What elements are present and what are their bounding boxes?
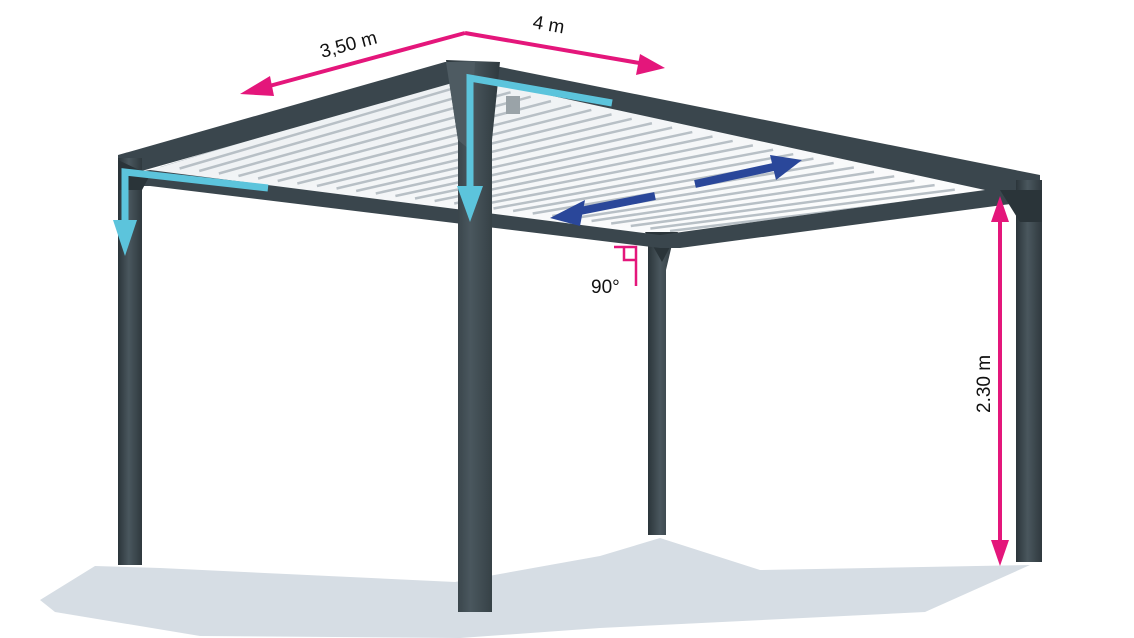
louvre-slat (630, 183, 935, 228)
arrow-down-icon (113, 168, 269, 256)
angle-label: 90° (591, 277, 620, 298)
louvre-slat (395, 130, 693, 198)
dimension-lines (240, 31, 1009, 566)
louvre-slat (650, 188, 955, 230)
louvre-slat (198, 86, 491, 173)
double-arrow-icon (550, 192, 656, 226)
height-label: 2.30 m (974, 355, 995, 413)
depth-dimension (240, 31, 466, 96)
post-front-right (1000, 180, 1042, 562)
louvre-roof (150, 75, 985, 235)
double-arrow-icon (694, 155, 802, 188)
louvre-slat (493, 152, 794, 210)
drain-arrows (113, 73, 613, 256)
ground-shadow (40, 538, 1030, 638)
louvre-slat (610, 179, 915, 225)
width-label: 4 m (531, 12, 566, 38)
louvre-slat (277, 104, 572, 183)
post-back-middle (645, 232, 678, 535)
frame-beams (118, 62, 1040, 248)
arrow-down-icon (457, 73, 613, 222)
louvre-slat (453, 144, 754, 205)
louvre-slat (571, 170, 875, 220)
louvre-slat (355, 122, 653, 193)
louvre-slat (297, 108, 592, 185)
height-dimension (991, 196, 1009, 566)
louver-arrows (550, 155, 802, 226)
width-dimension (464, 31, 665, 75)
louvre-slat (257, 99, 552, 180)
louvre-slat (473, 148, 774, 208)
right-angle-icon (614, 245, 638, 286)
louvre-slat (591, 175, 895, 223)
louvre-slat (375, 126, 673, 195)
louvre-slat (179, 82, 471, 170)
